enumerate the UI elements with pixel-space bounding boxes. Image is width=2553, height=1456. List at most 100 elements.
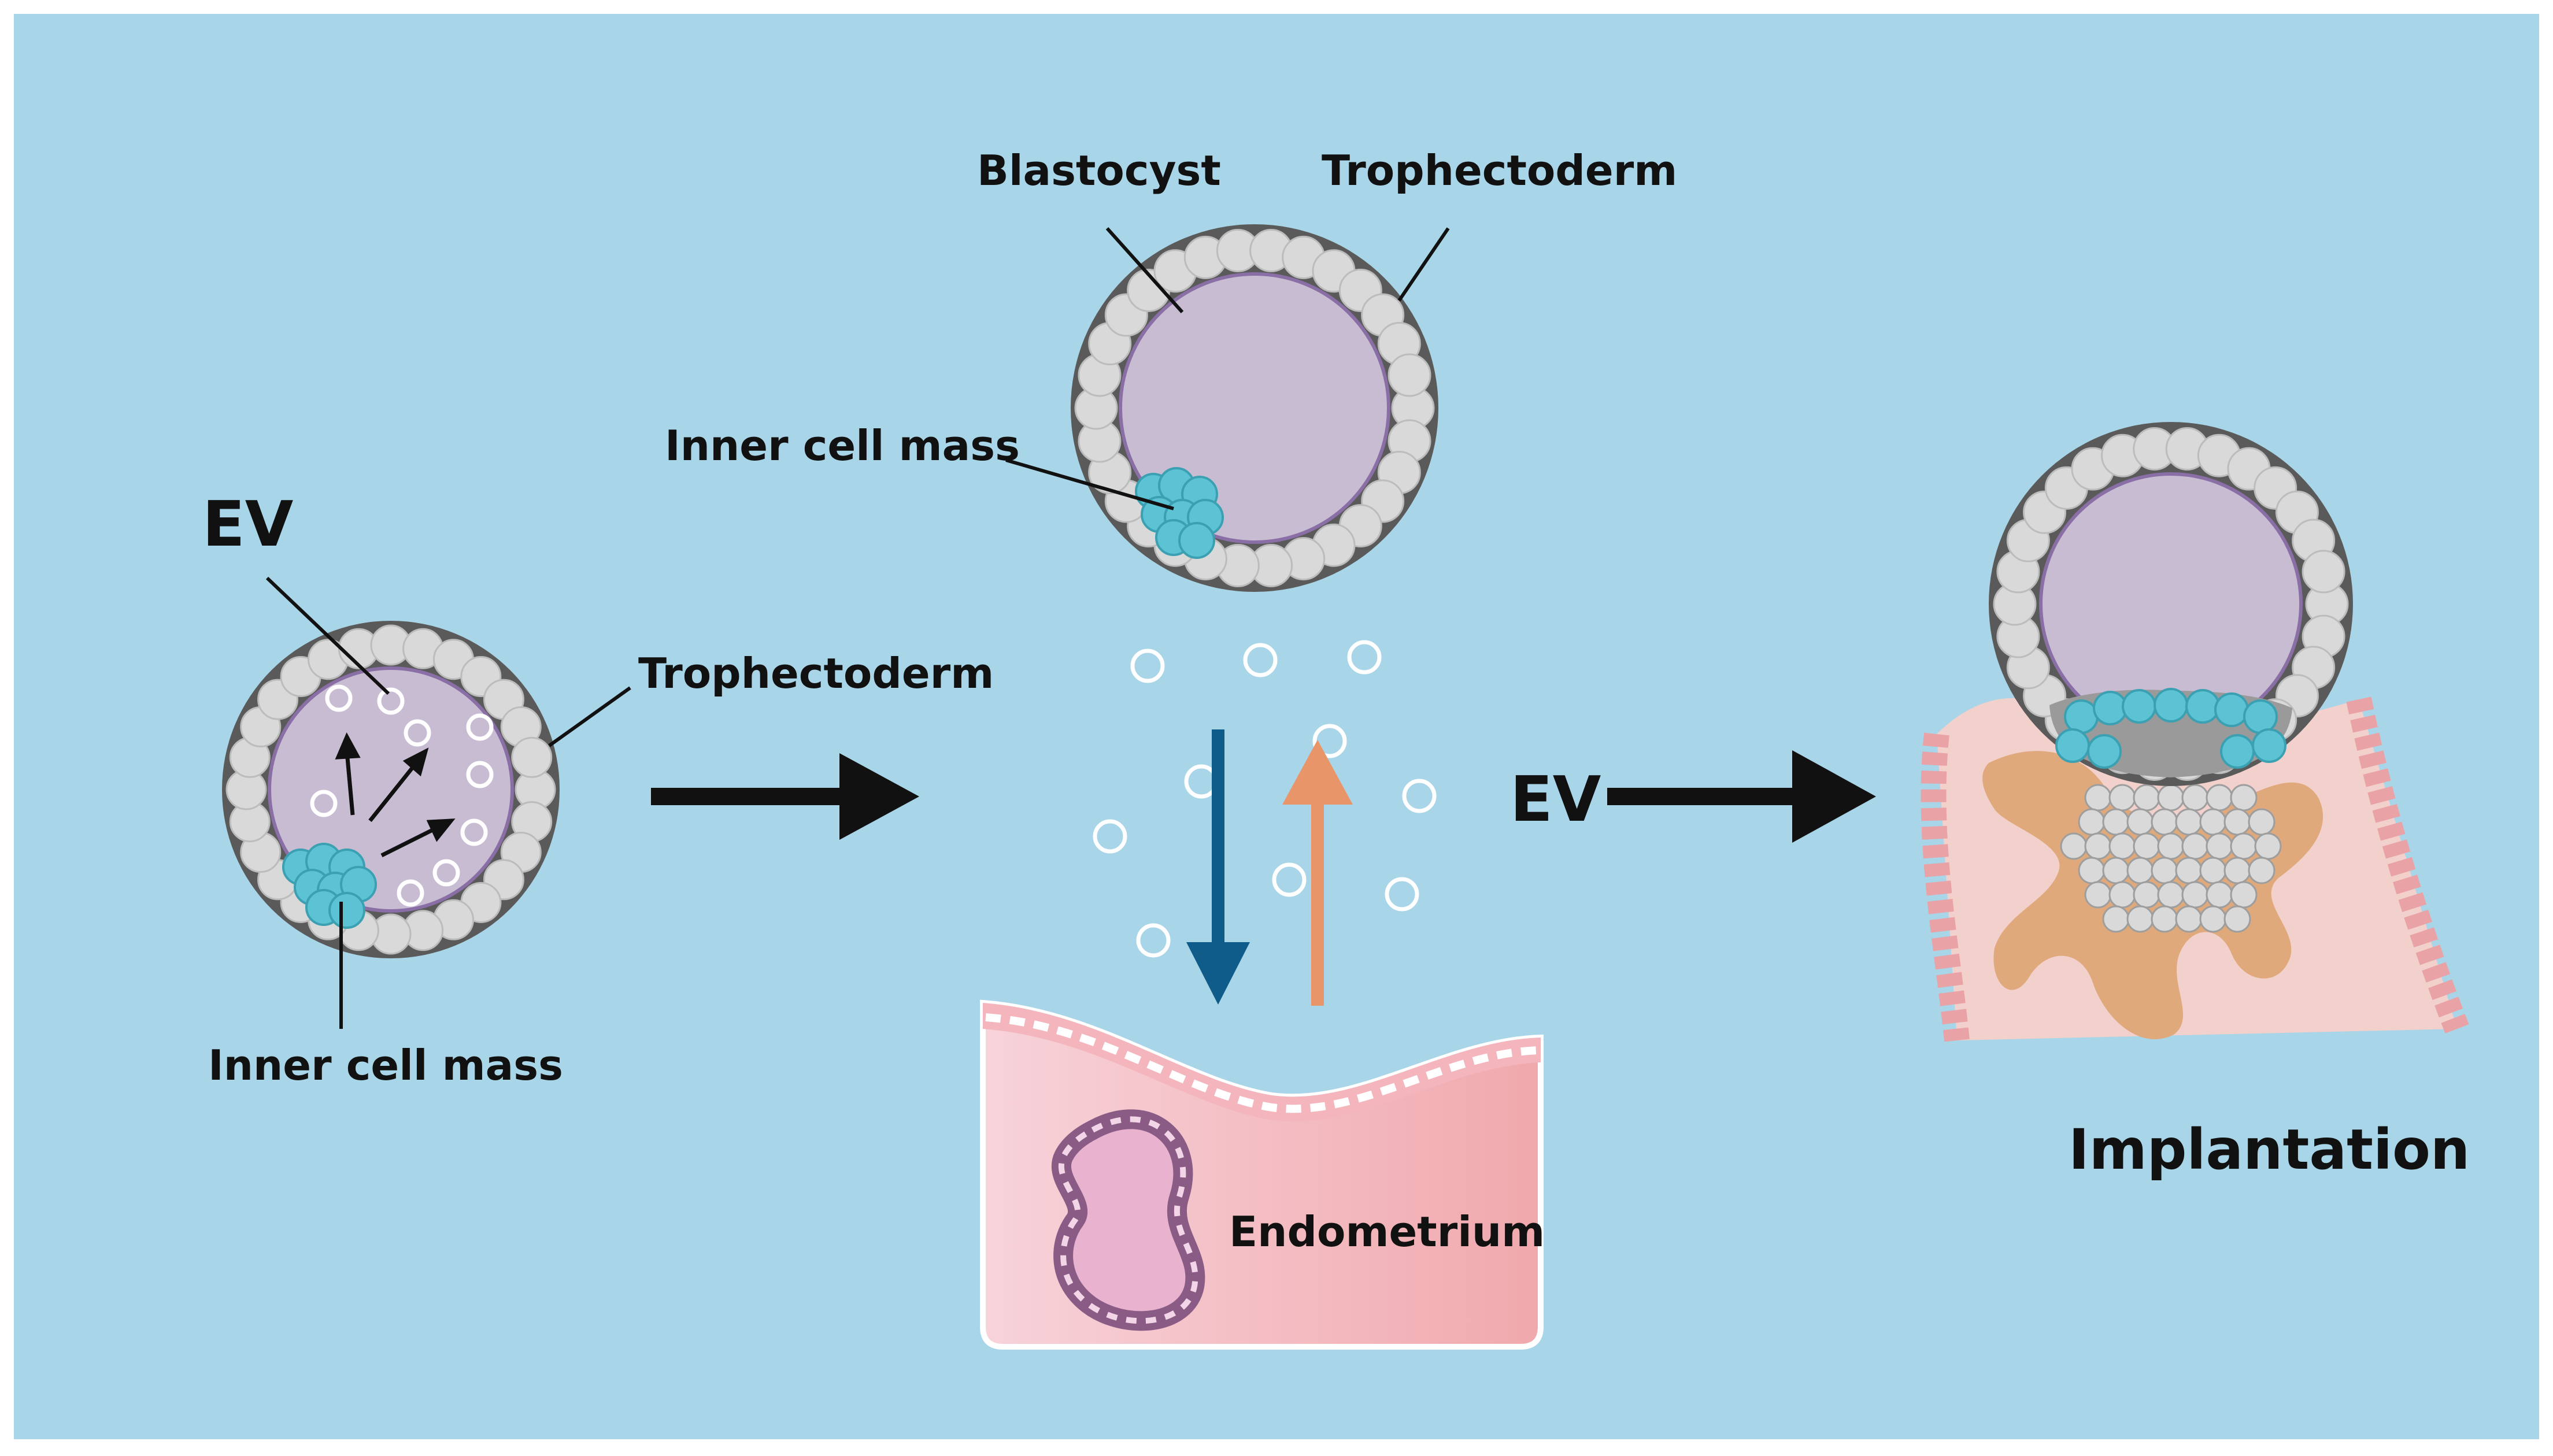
endometrium-dashed-membrane xyxy=(985,1013,1540,1113)
implant-cluster-cell xyxy=(2181,881,2209,909)
implant-cluster-cell xyxy=(2151,857,2178,884)
left-extracellular-vesicles xyxy=(310,684,494,907)
implant-cluster-cell xyxy=(2084,881,2112,909)
floating-ev-vesicle xyxy=(1385,877,1419,912)
implant-cluster-cell xyxy=(2102,905,2130,933)
ev-label-right: EV xyxy=(1510,764,1601,836)
floating-ev-vesicle xyxy=(1347,640,1382,675)
implant-cluster-cell xyxy=(2060,832,2088,860)
floating-ev-vesicle xyxy=(1312,724,1347,758)
trophectoderm-label-top: Trophectoderm xyxy=(1322,146,1677,195)
big-arrow-2 xyxy=(1607,750,1876,843)
implant-cluster-cell xyxy=(2206,881,2233,909)
endometrium-label: Endometrium xyxy=(1229,1207,1545,1256)
floating-ev-vesicle xyxy=(1130,649,1165,683)
ev-vesicle xyxy=(466,713,494,741)
inner-cell-mass-cell xyxy=(1178,522,1215,559)
implant-cluster-cell xyxy=(2254,832,2282,860)
implant-cluster-cell xyxy=(2126,905,2154,933)
inner-cell-mass-cell xyxy=(2185,689,2220,724)
implant-cluster-cell xyxy=(2102,857,2130,884)
inner-cell-mass-leader-top xyxy=(1005,458,1174,510)
left-trophectoderm-cells xyxy=(225,624,556,955)
implantation-scene xyxy=(1921,422,2469,1042)
inner-cell-mass-label-top: Inner cell mass xyxy=(665,421,1020,470)
trophectoderm-label-left: Trophectoderm xyxy=(638,649,994,698)
implant-cluster-cell xyxy=(2108,832,2136,860)
down-arrow-to-endometrium xyxy=(1186,729,1250,1005)
implant-cluster-cell xyxy=(2157,784,2185,812)
ev-vesicle xyxy=(460,818,488,846)
endometrial-gland-dashes xyxy=(1058,1116,1198,1324)
implant-cluster-cell xyxy=(2230,832,2258,860)
implant-cluster-cell xyxy=(2084,832,2112,860)
left-secretion-arrows xyxy=(335,732,456,858)
implant-cluster-cell xyxy=(2206,784,2233,812)
implant-cluster-cell xyxy=(2181,784,2209,812)
implant-cluster-cell xyxy=(2223,905,2251,933)
implant-cluster-cell xyxy=(2157,832,2185,860)
inner-cell-mass-cell xyxy=(2064,699,2099,734)
inner-cell-mass-cell xyxy=(2214,692,2249,727)
implant-cluster-cell xyxy=(2108,881,2136,909)
ev-vesicle xyxy=(310,790,338,817)
floating-ev-vesicle xyxy=(1093,819,1127,854)
implant-cluster-cell xyxy=(2133,784,2160,812)
implant-cluster-cell xyxy=(2126,808,2154,836)
inner-cell-mass-cell xyxy=(2252,728,2286,763)
inner-cell-mass-cell xyxy=(328,892,365,929)
trophectoderm-cell xyxy=(511,736,553,778)
implant-cluster-cell xyxy=(2199,808,2227,836)
implant-cluster-cell xyxy=(2223,808,2251,836)
implant-cluster-cell xyxy=(2175,808,2203,836)
blastocyst-label: Blastocyst xyxy=(977,146,1221,195)
inner-cell-mass-cell xyxy=(2087,734,2122,769)
implant-cluster-cell xyxy=(2102,808,2130,836)
ev-leader-left xyxy=(265,576,390,695)
blastocyst-leader xyxy=(1105,227,1184,314)
implant-cluster-cell xyxy=(2133,881,2160,909)
implant-cluster-cell xyxy=(2230,784,2258,812)
implant-cluster-cell xyxy=(2199,905,2227,933)
trophectoderm-leader-left xyxy=(548,686,631,747)
implant-cluster-cell xyxy=(2248,857,2276,884)
implant-cluster-cell xyxy=(2157,881,2185,909)
ev-vesicle xyxy=(377,687,405,715)
implant-cluster-cell xyxy=(2108,784,2136,812)
trophectoderm-leader-top xyxy=(1397,227,1450,302)
floating-ev-vesicle xyxy=(1243,643,1278,677)
implant-cluster-cell xyxy=(2223,857,2251,884)
floating-ev-vesicle xyxy=(1136,923,1171,958)
implant-cluster-cell xyxy=(2199,857,2227,884)
ev-vesicle xyxy=(397,879,424,907)
ev-vesicle xyxy=(432,859,460,887)
implant-cluster-cell xyxy=(2248,808,2276,836)
ev-label-left: EV xyxy=(202,488,294,561)
ev-vesicle xyxy=(466,761,494,788)
top-embryo xyxy=(1071,224,1438,592)
ev-vesicle xyxy=(325,684,353,712)
implant-cluster-cell xyxy=(2206,832,2233,860)
implantation-right-border xyxy=(2346,696,2469,1033)
floating-ev-vesicle xyxy=(1272,862,1307,897)
left-embryo xyxy=(222,621,560,958)
implant-cluster-cell xyxy=(2078,857,2106,884)
inner-cell-mass-label-left: Inner cell mass xyxy=(208,1041,563,1090)
implant-cluster-cell xyxy=(2084,784,2112,812)
implant-cluster-cell xyxy=(2151,808,2178,836)
implant-inner-cell-mass xyxy=(2055,688,2286,769)
trophectoderm-cell xyxy=(1388,353,1431,397)
inner-cell-mass-cell xyxy=(2220,734,2255,769)
implant-cluster-cell xyxy=(2126,857,2154,884)
implant-cluster-cell xyxy=(2151,905,2178,933)
endometrium-block xyxy=(980,999,1544,1350)
implant-cluster-cell xyxy=(2078,808,2106,836)
implant-cluster-cell xyxy=(2133,832,2160,860)
implant-cluster-cell xyxy=(2175,905,2203,933)
implant-cluster-cell xyxy=(2230,881,2258,909)
implantation-label: Implantation xyxy=(2069,1117,2470,1182)
left-inner-cell-mass xyxy=(282,843,377,929)
inner-cell-mass-cell xyxy=(2154,688,2188,723)
floating-extracellular-vesicles xyxy=(1093,640,1437,958)
